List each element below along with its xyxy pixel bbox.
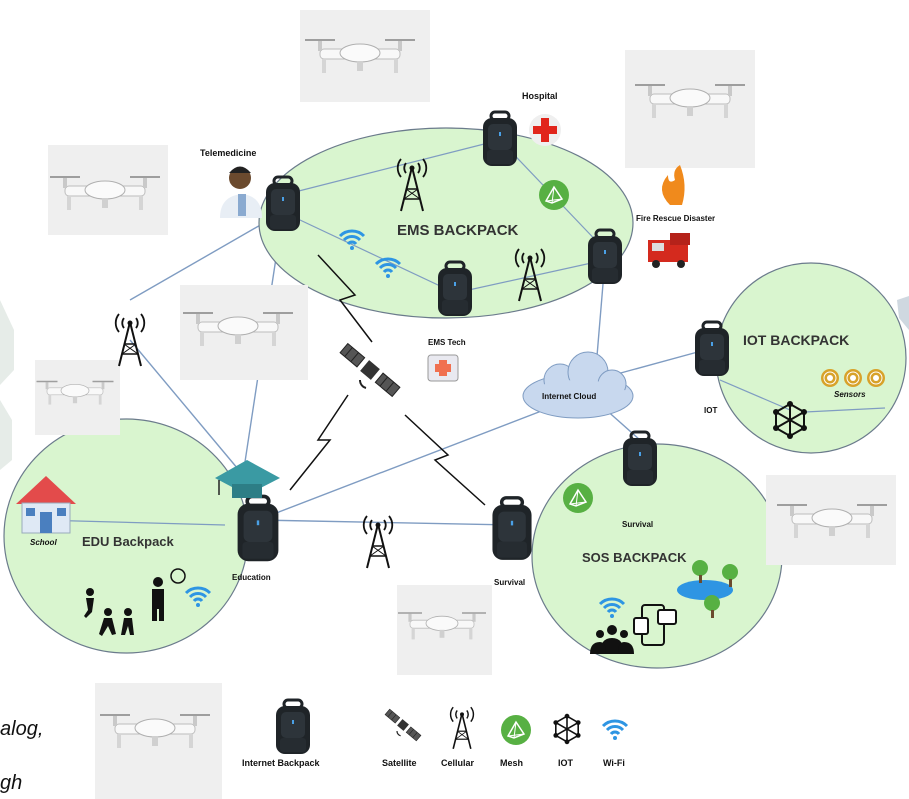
iot-backpack-icon — [693, 320, 731, 378]
school-label: School — [30, 538, 57, 547]
legend — [274, 698, 629, 756]
survival-top-label: Survival — [622, 520, 654, 529]
education-label: Education — [232, 573, 271, 582]
legend-backpack-label: Internet Backpack — [242, 758, 320, 768]
legend-mesh-icon — [500, 714, 532, 746]
sensor-icon-1 — [820, 368, 840, 388]
bolt-telemed-sat — [317, 254, 373, 343]
first-aid-icon — [427, 354, 459, 382]
edge-shape-1 — [0, 300, 14, 385]
legend-mesh-label: Mesh — [500, 758, 524, 768]
sensors-label: Sensors — [834, 390, 866, 399]
fire-icon — [661, 165, 685, 205]
graduation-cap-icon — [215, 460, 280, 498]
sos-zone-title: SOS BACKPACK — [582, 550, 687, 565]
bolt-sat-edu — [289, 394, 349, 491]
cropped-text-2: gh — [0, 772, 23, 794]
bottom-cell-tower-icon — [362, 515, 394, 569]
drones — [35, 10, 896, 799]
lake-trees-icon — [677, 560, 738, 618]
telemedicine-label: Telemedicine — [200, 148, 257, 158]
ems-zone — [258, 127, 634, 319]
legend-satellite-label: Satellite — [382, 758, 417, 768]
survival-backpack-icon-bottom — [490, 496, 534, 562]
iot-label: IOT — [704, 406, 718, 415]
school-icon — [16, 476, 76, 534]
iot-zone — [715, 262, 907, 454]
survival-backpack-icon-top — [621, 430, 659, 488]
iot-zone-title: IOT BACKPACK — [743, 332, 850, 348]
devices-icon — [633, 604, 677, 646]
link-edu-survival — [257, 519, 511, 526]
edu-zone-title: EDU Backpack — [82, 534, 174, 549]
telemedicine-backpack-icon — [264, 175, 302, 233]
legend-wifi-label: Wi-Fi — [603, 758, 625, 768]
doctor-icon — [220, 166, 262, 218]
link-tower-edu — [129, 339, 244, 476]
hospital-label: Hospital — [522, 91, 558, 101]
legend-satellite-icon — [384, 708, 422, 742]
fire-backpack-icon — [586, 228, 624, 286]
emstech-backpack-icon — [436, 260, 474, 318]
drone-box — [95, 683, 222, 799]
fire-rescue-label: Fire Rescue Disaster — [636, 214, 716, 223]
cropped-text-1: alog, — [0, 718, 44, 740]
hospital-icon — [529, 114, 561, 146]
students-icon — [84, 568, 186, 636]
link-edu-cloud — [257, 399, 571, 521]
ems-zone-title: EMS BACKPACK — [397, 222, 519, 239]
legend-cellular-icon — [449, 706, 475, 750]
sensor-icon-2 — [843, 368, 863, 388]
satellite-icon — [339, 342, 401, 398]
hospital-backpack-icon — [481, 110, 519, 168]
internet-cloud-label: Internet Cloud — [542, 392, 597, 401]
ems-mesh-icon — [538, 179, 570, 211]
legend-iot-label: IOT — [558, 758, 573, 768]
survival-bottom-label: Survival — [494, 578, 526, 587]
legend-wifi-icon — [601, 719, 629, 742]
ems-tech-label: EMS Tech — [428, 338, 466, 347]
legend-iot-icon — [552, 712, 582, 746]
people-icon — [590, 625, 634, 654]
edge-shape-2 — [0, 400, 12, 470]
satellite-links — [289, 254, 486, 506]
legend-cellular-label: Cellular — [441, 758, 475, 768]
drone-box — [35, 360, 120, 435]
sos-mesh-icon — [562, 482, 594, 514]
link-telemed-tower — [129, 211, 284, 301]
legend-backpack-icon — [274, 698, 312, 756]
internet-cloud-icon — [522, 351, 634, 419]
bolt-sat-survival — [404, 414, 486, 506]
sensor-icon-3 — [866, 368, 886, 388]
education-backpack-icon — [235, 494, 281, 564]
edge-shape-3 — [897, 296, 909, 330]
fire-truck-icon — [648, 233, 690, 268]
